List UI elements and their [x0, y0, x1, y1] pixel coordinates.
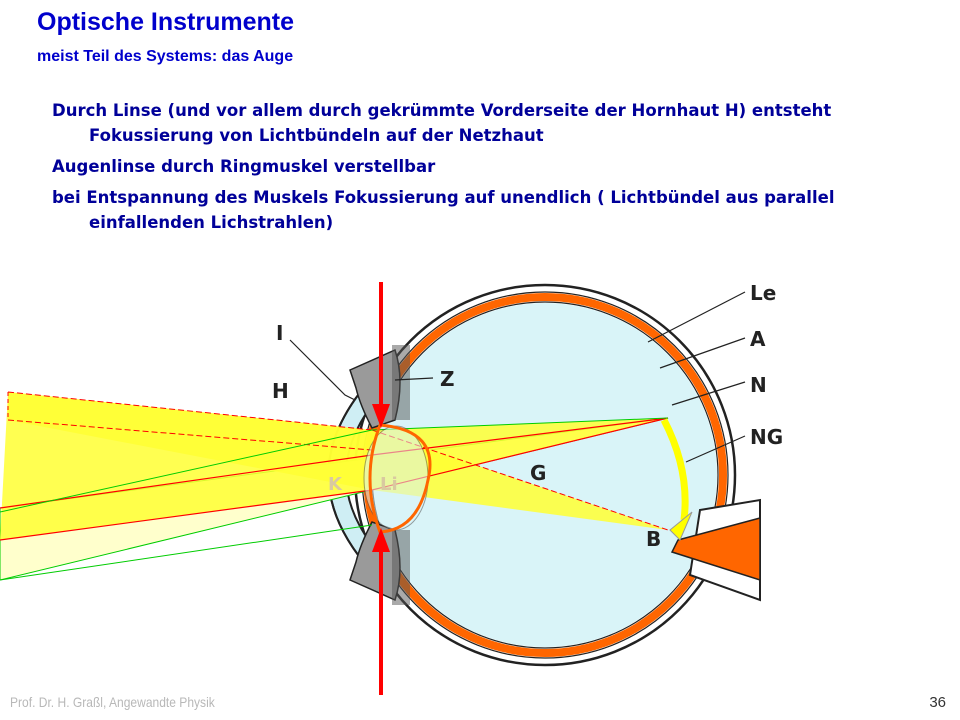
optic-nerve	[670, 498, 761, 602]
label-b: B	[646, 527, 661, 551]
iris-ciliary	[349, 345, 410, 605]
bullet-item: Augenlinse durch Ringmuskel verstellbar	[52, 154, 942, 179]
muscle-arrows	[372, 282, 390, 695]
focus-arrow-head	[669, 511, 693, 541]
label-ng: NG	[750, 425, 783, 449]
label-n: N	[750, 373, 767, 397]
label-li: Li	[380, 474, 398, 495]
bullet-list: Durch Linse (und vor allem durch gekrümm…	[52, 98, 942, 241]
footer-author: Prof. Dr. H. Graßl, Angewandte Physik	[10, 694, 215, 710]
eyeball	[353, 283, 737, 667]
lens	[363, 423, 432, 534]
label-le: Le	[750, 281, 776, 305]
page-number: 36	[929, 694, 946, 711]
label-pointers	[289, 291, 746, 463]
lens-outline	[368, 423, 432, 534]
bullet-text: Augenlinse durch Ringmuskel verstellbar	[52, 157, 436, 176]
slide-subtitle: meist Teil des Systems: das Auge	[37, 48, 294, 65]
label-a: A	[750, 327, 766, 351]
label-i: I	[276, 321, 283, 345]
label-h: H	[272, 379, 289, 403]
bullet-text: bei Entspannung des Muskels Fokussierung…	[52, 188, 835, 232]
bullet-text: Durch Linse (und vor allem durch gekrümm…	[52, 101, 832, 145]
focus-arc	[660, 418, 689, 521]
slide-title: Optische Instrumente	[37, 8, 294, 36]
label-z: Z	[440, 367, 455, 391]
light-beam-lower	[8, 392, 668, 530]
vitreous-body	[373, 303, 717, 647]
bullet-item: Durch Linse (und vor allem durch gekrümm…	[52, 98, 942, 148]
bullet-item: bei Entspannung des Muskels Fokussierung…	[52, 185, 942, 235]
label-g: G	[530, 461, 546, 485]
label-k: K	[328, 474, 343, 495]
